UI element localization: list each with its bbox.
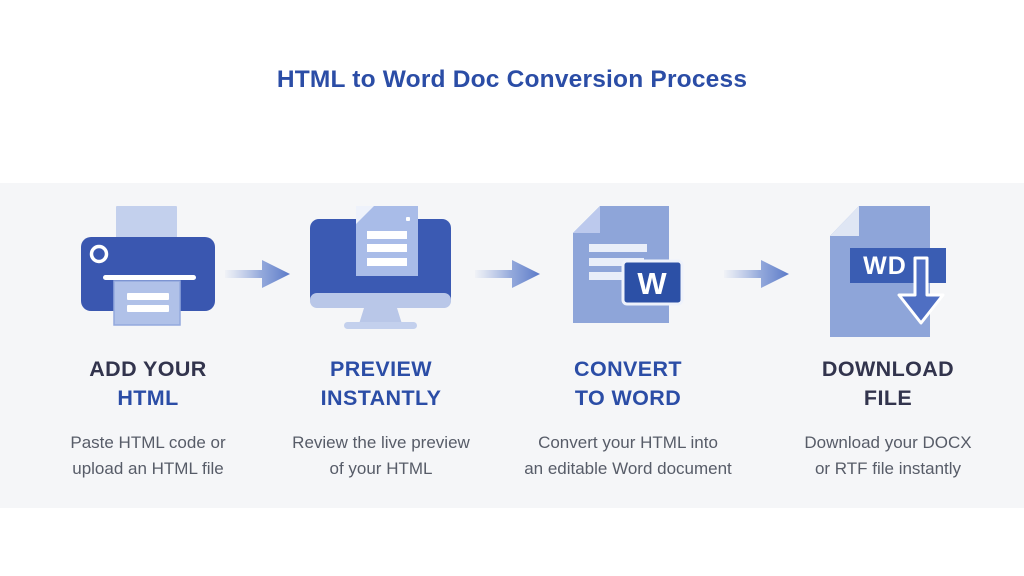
step-description: Paste HTML code or upload an HTML file	[28, 430, 268, 482]
step-description: Download your DOCX or RTF file instantly	[768, 430, 1008, 482]
step-description-line: Download your DOCX	[804, 433, 972, 452]
step-title: PREVIEW INSTANTLY	[261, 355, 501, 413]
step-description: Review the live preview of your HTML	[261, 430, 501, 482]
step-title: DOWNLOAD FILE	[768, 355, 1008, 413]
step-description-line: of your HTML	[329, 459, 433, 478]
step-title: ADD YOUR HTML	[28, 355, 268, 413]
step-description: Convert your HTML into an editable Word …	[508, 430, 748, 482]
download-arrow-icon	[897, 256, 945, 325]
word-badge-label: W	[637, 266, 667, 301]
step-description-line: or RTF file instantly	[814, 459, 962, 478]
flow-arrow-icon	[225, 260, 290, 288]
step-title-line: DOWNLOAD	[821, 357, 955, 381]
step-description-line: Review the live preview	[292, 433, 470, 452]
flow-arrow-icon	[724, 260, 789, 288]
step-add-your-html: ADD YOUR HTML Paste HTML code or upload …	[28, 200, 268, 482]
step-description-line: an editable Word document	[524, 459, 732, 478]
step-title-line: HTML	[117, 386, 179, 410]
step-description-line: Paste HTML code or	[70, 433, 226, 452]
step-description-line: upload an HTML file	[72, 459, 224, 478]
printer-icon	[28, 200, 268, 350]
step-title-line: INSTANTLY	[320, 386, 442, 410]
step-title: CONVERT TO WORD	[508, 355, 748, 413]
step-title-line: FILE	[863, 386, 913, 410]
monitor-preview-icon	[261, 200, 501, 350]
flow-arrow-icon	[475, 260, 540, 288]
page-title: HTML to Word Doc Conversion Process	[276, 66, 748, 93]
step-convert-to-word: W CONVERT TO WORD Convert your HTML into…	[508, 200, 748, 482]
step-preview-instantly: PREVIEW INSTANTLY Review the live previe…	[261, 200, 501, 482]
step-title-line: ADD YOUR	[89, 357, 207, 381]
step-download-file: WD DOWNLOAD FILE Download your DOCX or R…	[768, 200, 1008, 482]
step-description-line: Convert your HTML into	[538, 433, 718, 452]
step-title-line: CONVERT	[574, 357, 682, 381]
download-file-icon: WD	[768, 200, 1008, 350]
step-title-line: PREVIEW	[330, 357, 432, 381]
word-document-icon: W	[508, 200, 748, 350]
step-title-line: TO WORD	[574, 386, 682, 410]
download-badge-label: WD	[863, 252, 907, 280]
